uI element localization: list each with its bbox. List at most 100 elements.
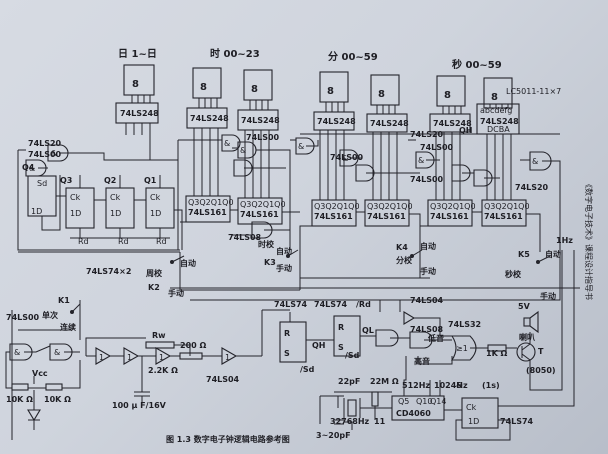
label-k2: K2 [148,283,160,292]
label-74ls04-alarm: 74LS04 [410,296,444,305]
label-q1: Q1 [144,176,157,185]
svg-text:&: & [342,154,348,163]
label-di-yin: 低音 [427,333,444,343]
ground-diode [27,409,41,430]
decoder-minute-tens: 74LS248 [313,111,356,131]
switch-k2[interactable] [170,255,185,264]
svg-text:1D: 1D [31,207,42,216]
display-hour-tens: 8 [192,67,222,99]
label-gao-yin: 高音 [414,356,430,366]
label-shoudong-day: 手动 [168,288,184,298]
label-74ls32: 74LS32 [448,320,481,329]
label-shoudong-hour: 手动 [276,263,292,273]
svg-text:74LS248: 74LS248 [433,119,472,128]
switch-k1[interactable] [70,303,81,314]
resistor-200 [179,352,203,360]
display-hour-units: 8 [243,69,273,101]
label-11: 11 [374,417,386,426]
switch-k5[interactable] [536,255,551,264]
svg-text:&: & [29,164,35,173]
counter-minute-tens: Q3Q2Q1Q0 74LS161 [311,199,360,227]
hour-wiring [177,139,300,250]
label-k4: K4 [396,243,408,252]
label-74ls00-day: 74LS00 [28,150,62,159]
label-miao-jiao: 秒校 [505,269,522,279]
transistor-8050 [516,342,536,362]
label-10k-a: 10K Ω [6,395,33,404]
decoder-minute-units: 74LS248 [366,113,409,133]
svg-text:≥1: ≥1 [456,344,468,353]
label-8050: (8050) [526,366,556,375]
switch-k3[interactable] [286,249,299,258]
label-q4: Q4 [22,163,35,172]
label-shi-jiao: 时校 [258,239,275,249]
header-second: 秒 00~59 [452,58,502,71]
svg-text:Q14: Q14 [430,397,446,406]
svg-text:8: 8 [132,79,139,90]
label-zidong-hour: 自动 [276,246,292,256]
svg-text:74LS161: 74LS161 [367,212,406,221]
label-speaker: 喇叭 [519,332,535,342]
svg-text:1: 1 [99,353,104,362]
day-wiring [17,135,183,251]
label-qh-alarm: QH [312,341,326,350]
counter-second-tens: Q3Q2Q1Q0 74LS161 [427,199,476,227]
display-minute-tens: 8 [319,71,349,103]
label-q2: Q2 [104,176,116,185]
svg-text:74LS248: 74LS248 [317,117,356,126]
day-and-gate: & [47,144,69,162]
osc-wiring [85,309,290,380]
label-k1: K1 [58,296,70,305]
label-74ls00-second: 74LS00 [420,143,454,152]
label-512hz: 512Hz [402,381,430,390]
label-rd-bar: /Rd [356,300,371,309]
header-day: 日 1~日 [118,48,157,60]
or-gate: ≥1 [450,335,477,361]
svg-text:Ck: Ck [150,193,161,202]
display-day: 8 [123,64,155,96]
svg-text:74LS248: 74LS248 [480,117,519,126]
cd4060-wiring [319,356,462,430]
figure-caption: 图 1.3 数字电子钟逻辑电路参考图 [166,434,290,444]
svg-text:8: 8 [200,82,207,93]
label-danci: 单次 [42,310,58,320]
label-22k: 2.2K Ω [148,366,178,375]
display-second-tens: 8 [436,75,466,107]
svg-text:Q3Q2Q1Q0: Q3Q2Q1Q0 [314,202,360,211]
svg-text:&: & [418,156,424,165]
svg-text:74LS248: 74LS248 [241,116,280,125]
label-74ls74-a: 74LS74 [274,300,308,309]
svg-text:Sd: Sd [37,179,47,188]
label-rw: Rw [152,331,166,340]
divider-wiring [455,250,575,441]
display-bus-lines [125,95,512,200]
hour-and-gate [251,221,273,239]
svg-text:74LS248: 74LS248 [190,114,229,123]
svg-text:DCBA: DCBA [487,125,510,134]
label-shoudong-minute: 手动 [420,266,436,276]
label-k3: K3 [264,258,276,267]
decoder-hour-tens: 74LS248 [186,107,229,129]
label-ql: QL [362,326,374,335]
svg-text:Q10: Q10 [416,397,432,406]
label-22pf: 22pF [338,377,360,386]
svg-text:1: 1 [225,353,230,362]
left-nand-gates: & & [9,343,73,361]
label-vcc: Vcc [32,369,48,378]
label-5v: 5V [518,302,531,311]
svg-text:1: 1 [159,353,164,362]
decoder-hour-units: 74LS248 [237,109,280,131]
ff-q1: Ck 1D [145,187,175,229]
label-zidong-day: 自动 [180,258,196,268]
resistor-22m [371,391,379,407]
label-zidong-minute: 自动 [420,241,436,251]
svg-text:CD4060: CD4060 [396,409,431,418]
second-nand-gates: & & [415,151,552,187]
svg-text:1D: 1D [150,209,161,218]
svg-text:8: 8 [327,86,334,97]
header-hour: 时 00~23 [210,47,260,60]
crystal [343,398,361,418]
svg-text:&: & [532,157,538,166]
ff-alarm-a: R S [279,321,307,363]
svg-text:8: 8 [491,92,498,103]
